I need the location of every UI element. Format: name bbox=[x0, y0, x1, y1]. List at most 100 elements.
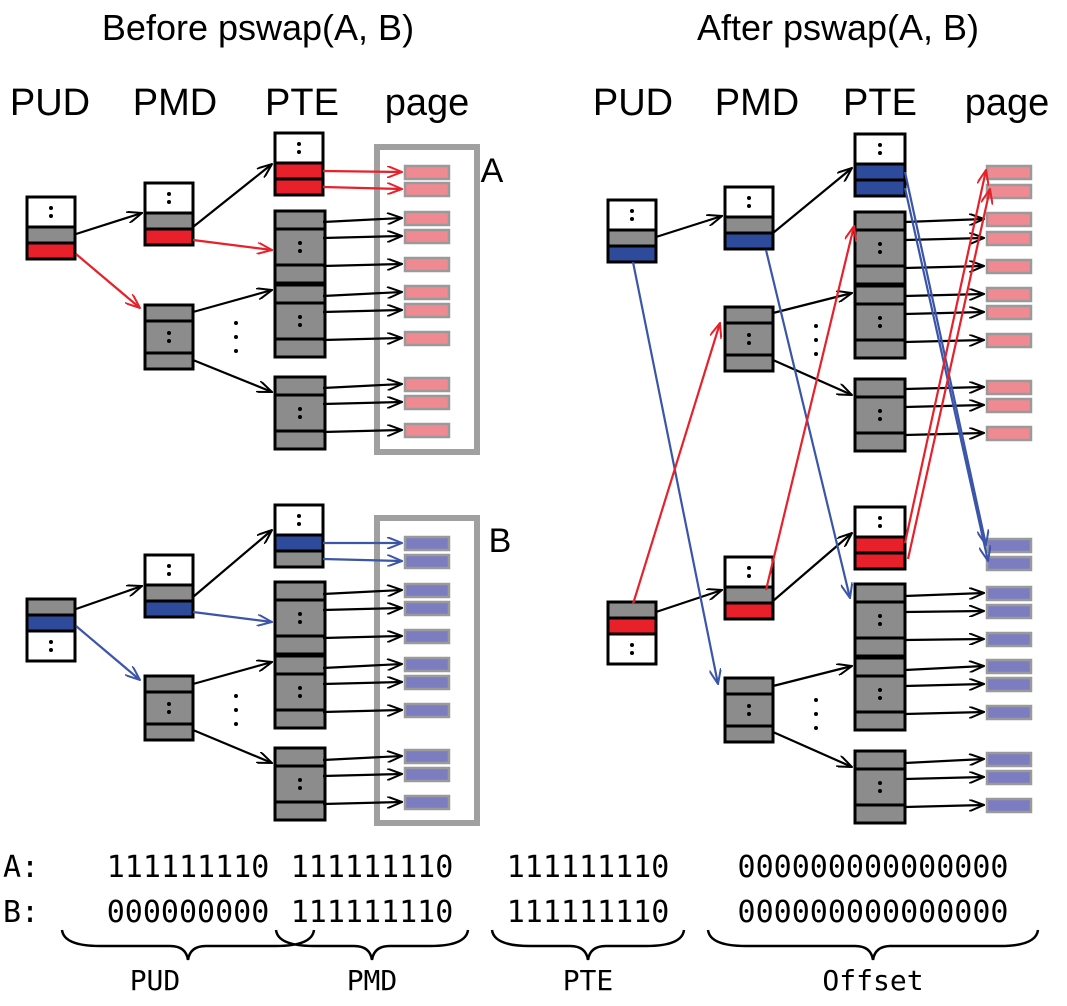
before-b-pte2-a0 bbox=[322, 590, 402, 594]
after-b-page-5 bbox=[985, 631, 1033, 648]
before-a-pmd2-to-pte3 bbox=[192, 290, 272, 314]
region-b-label: B bbox=[489, 522, 512, 560]
after-b-pte3-a1 bbox=[904, 684, 984, 686]
header-pmd-after: PMD bbox=[715, 82, 799, 124]
before-b-pmd-to-pte1 bbox=[192, 530, 272, 598]
page-region-a-box bbox=[374, 144, 480, 455]
header-pte-before: PTE bbox=[265, 82, 339, 124]
before-b-page-2 bbox=[403, 553, 451, 570]
after-b-pmd-top bbox=[723, 555, 775, 621]
before-b-pte1-b2 bbox=[322, 559, 402, 561]
before-a-page-8 bbox=[403, 330, 451, 347]
before-b-pte4-a0 bbox=[322, 756, 402, 760]
before-a-page-9 bbox=[403, 376, 451, 393]
before-a-pte3-a0 bbox=[322, 292, 402, 296]
after-b-page-11 bbox=[985, 797, 1033, 814]
after-a-pte3-a0 bbox=[904, 294, 984, 296]
before-a-page-1 bbox=[403, 164, 451, 181]
ellipsis-after-b bbox=[814, 698, 818, 730]
before-b-page-4 bbox=[403, 600, 451, 617]
header-page-after: page bbox=[965, 82, 1050, 124]
before-b-page-5 bbox=[403, 628, 451, 645]
address-b-pte-bits: 111111110 bbox=[507, 895, 670, 930]
after-b-page-7 bbox=[985, 676, 1033, 693]
before-a-pte4-a1 bbox=[322, 402, 402, 404]
after-a-pud-table bbox=[606, 198, 658, 264]
after-b-pte4-a1 bbox=[904, 777, 984, 779]
after-b-page-4 bbox=[985, 603, 1033, 620]
after-b-pte2-a2 bbox=[904, 639, 984, 640]
before-a-pte-2 bbox=[273, 209, 327, 285]
before-a-pmd2-to-pte4 bbox=[192, 358, 272, 394]
before-b-pud-blue-to-pmd bbox=[75, 625, 140, 680]
before-b-page-1 bbox=[403, 535, 451, 552]
arrows-layer bbox=[75, 164, 990, 807]
after-b-pte2-a0 bbox=[904, 593, 984, 596]
region-a-label: A bbox=[481, 152, 504, 190]
after-b-pte-4 bbox=[853, 749, 907, 825]
before-a-pte2-a0 bbox=[322, 218, 402, 222]
before-a-page-11 bbox=[403, 422, 451, 439]
after-a-pte4-a2 bbox=[904, 433, 984, 435]
before-a-pud-to-pmd bbox=[75, 213, 142, 236]
field-label-pud: PUD bbox=[130, 964, 181, 997]
brace-pmd bbox=[274, 929, 470, 961]
before-b-page-8 bbox=[403, 702, 451, 719]
before-a-page-3 bbox=[403, 210, 451, 227]
before-b-pte3-a2 bbox=[322, 710, 402, 712]
before-b-pte4-a1 bbox=[322, 774, 402, 776]
before-b-page-3 bbox=[403, 582, 451, 599]
before-a-page-2 bbox=[403, 181, 451, 198]
before-b-pte-4 bbox=[273, 746, 327, 822]
before-a-page-6 bbox=[403, 284, 451, 301]
before-a-pte2-a1 bbox=[322, 236, 402, 238]
after-a-pud-blue-to-pmd-b2 bbox=[631, 261, 718, 684]
after-b-pmd-red-to-pte-a2 bbox=[764, 226, 854, 591]
field-label-offset: Offset bbox=[822, 964, 923, 997]
before-b-pmd-bottom bbox=[143, 674, 195, 742]
before-b-pte-2 bbox=[273, 580, 327, 656]
after-a-pmd-top bbox=[723, 185, 775, 251]
after-a-pte-4 bbox=[853, 377, 907, 453]
after-b-page-6 bbox=[985, 658, 1033, 675]
after-b-pte-2 bbox=[853, 582, 907, 658]
address-b-pmd-bits: 111111110 bbox=[291, 895, 454, 930]
before-a-pte3-a2 bbox=[322, 338, 402, 340]
address-a-pmd-bits: 111111110 bbox=[291, 850, 454, 885]
after-b-pmd-to-pte1 bbox=[772, 533, 852, 602]
after-a-pmd2-to-pte4 bbox=[772, 358, 852, 395]
before-b-pte-1 bbox=[273, 503, 325, 569]
before-a-pte1-r1 bbox=[322, 171, 402, 172]
after-b-page-2 bbox=[985, 555, 1033, 572]
before-a-pud-red-to-pmd bbox=[75, 253, 140, 308]
page-region-b-box bbox=[374, 515, 480, 826]
address-a-label: A: bbox=[3, 850, 39, 885]
after-b-pte4-a2 bbox=[904, 805, 984, 807]
tables-layer bbox=[25, 131, 907, 825]
before-b-page-9 bbox=[403, 748, 451, 765]
after-a-pte2-a0 bbox=[904, 219, 984, 222]
after-b-pte-1 bbox=[853, 505, 907, 571]
after-a-pte3-a1 bbox=[904, 312, 984, 314]
before-b-pte2-a2 bbox=[322, 636, 402, 638]
after-a-pud-to-pmd bbox=[655, 216, 722, 239]
before-a-page-7 bbox=[403, 302, 451, 319]
after-a-pmd-bottom bbox=[723, 305, 775, 373]
after-a-page-6 bbox=[985, 286, 1033, 303]
header-pud-before: PUD bbox=[10, 82, 90, 124]
before-b-pud-table bbox=[25, 597, 77, 663]
before-b-pmd-top bbox=[143, 553, 195, 619]
before-b-pte2-a1 bbox=[322, 608, 402, 610]
after-b-pte2-a1 bbox=[904, 611, 984, 612]
after-a-page-8 bbox=[985, 332, 1033, 349]
before-a-pmd-to-pte1 bbox=[192, 164, 272, 228]
after-b-pte-3 bbox=[853, 656, 907, 732]
after-a-pte4-a1 bbox=[904, 405, 984, 407]
after-b-pmd2-to-pte4 bbox=[772, 730, 852, 767]
before-a-pte-1 bbox=[273, 131, 325, 197]
after-a-page-5 bbox=[985, 258, 1033, 275]
address-b-offset-bits: 000000000000000 bbox=[738, 895, 1009, 930]
before-a-pte-4 bbox=[273, 375, 327, 451]
after-a-pte3-a2 bbox=[904, 340, 984, 342]
